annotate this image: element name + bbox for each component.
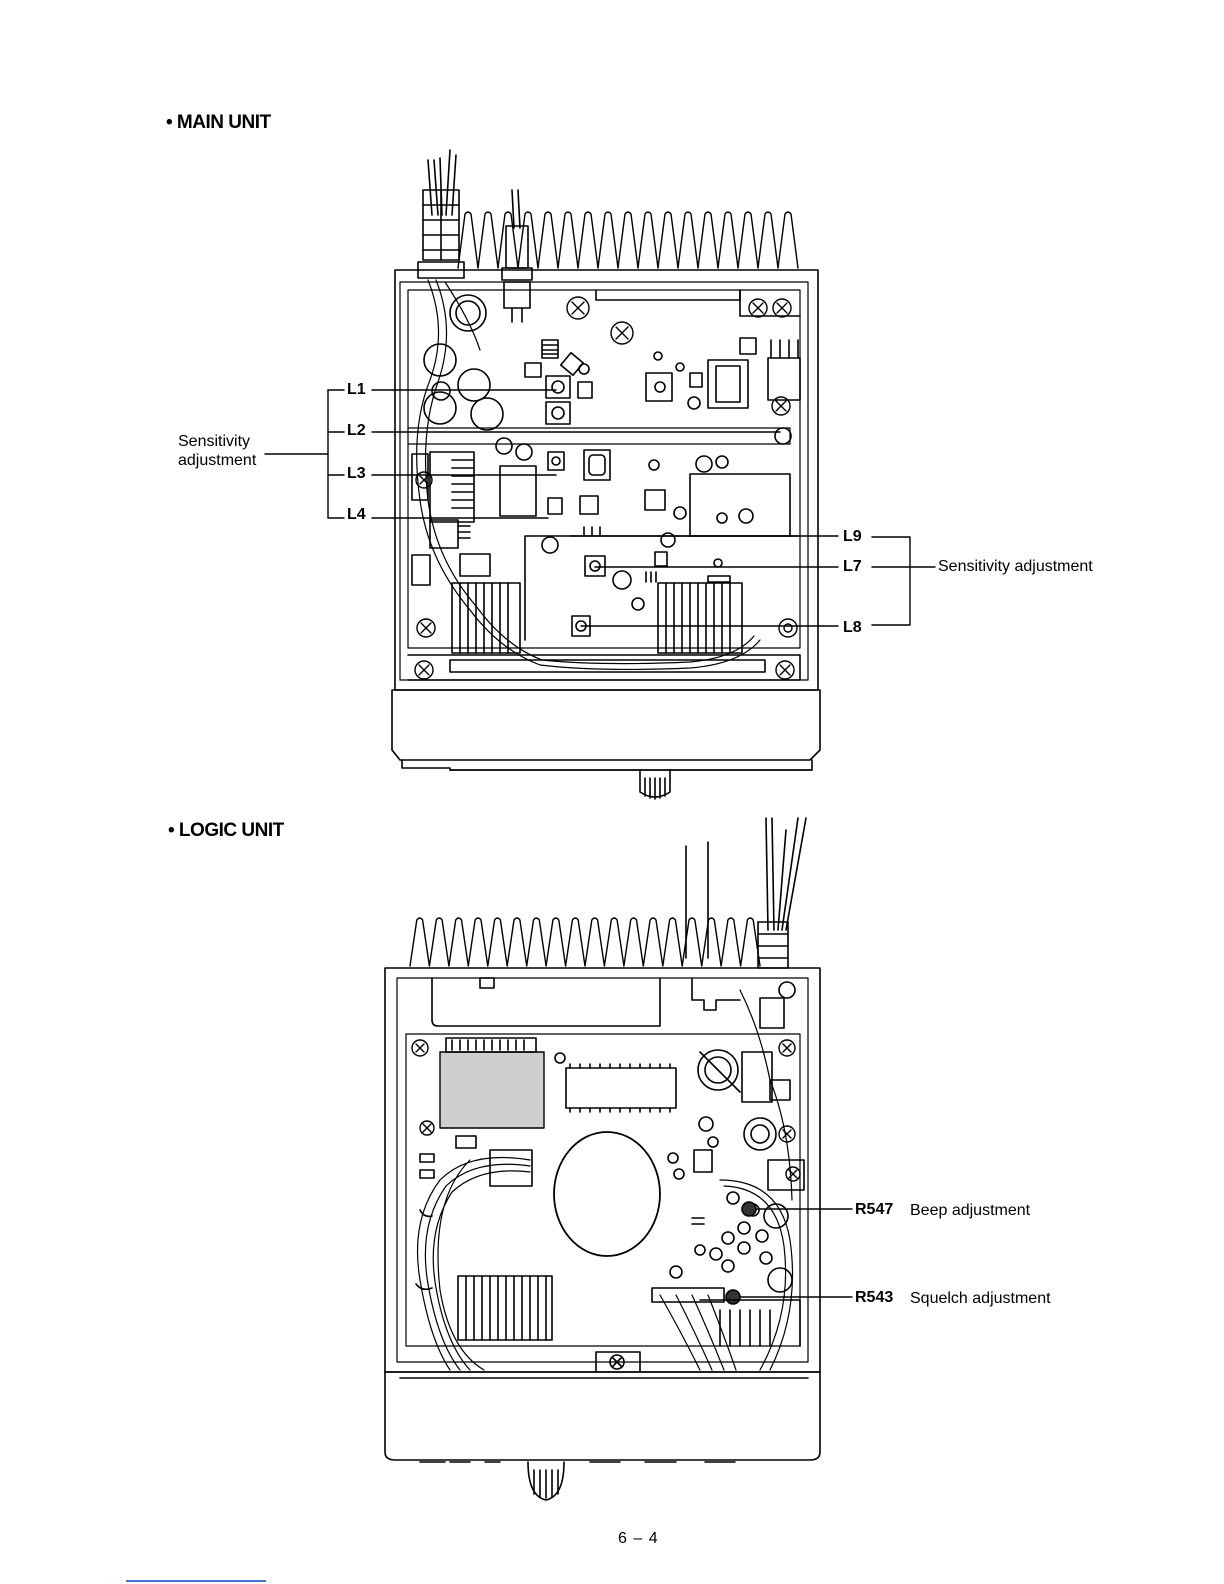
logic-speaker <box>554 1132 660 1256</box>
logic-unit-drawing <box>385 818 852 1500</box>
main-right-leaders <box>570 536 935 626</box>
r543-trimmer <box>726 1290 740 1304</box>
logic-leaders <box>740 1209 852 1297</box>
logic-front-panel <box>385 1372 820 1460</box>
main-left-leaders <box>265 390 780 518</box>
main-unit-drawing <box>265 150 935 799</box>
main-heat-blocks <box>452 583 742 653</box>
main-heatsink-fins <box>458 212 798 268</box>
main-front-panel <box>392 690 820 760</box>
r547-trimmer <box>742 1202 756 1216</box>
logic-shaded-block <box>440 1052 544 1128</box>
logic-chassis-outer <box>385 968 820 1372</box>
main-antenna-cable <box>512 190 520 228</box>
logic-ic <box>566 1068 676 1108</box>
